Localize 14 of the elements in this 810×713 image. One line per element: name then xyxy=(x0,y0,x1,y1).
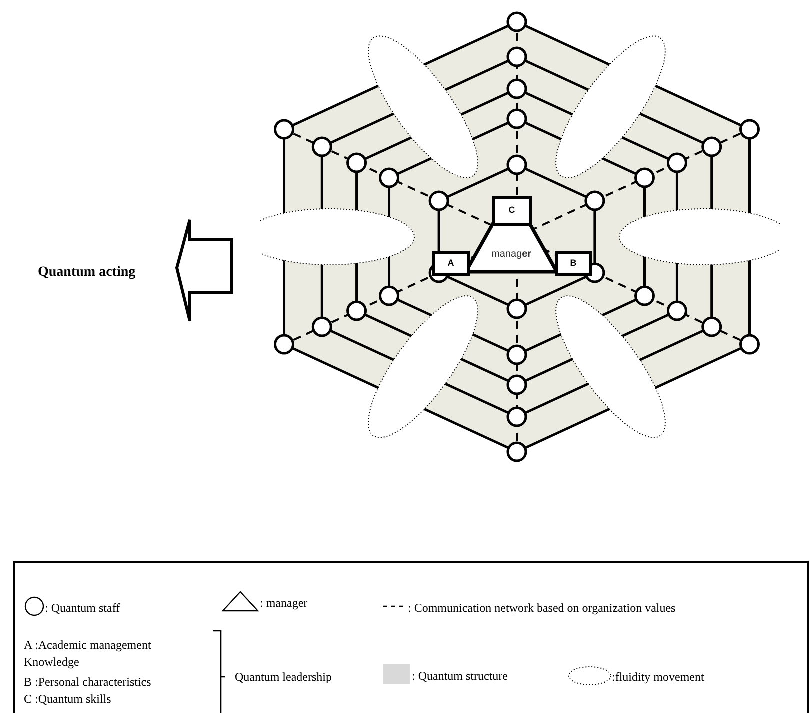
legend-label: : Quantum staff xyxy=(45,600,120,617)
legend-label: : Communication network based on organization values xyxy=(408,600,676,617)
side-label: Quantum acting xyxy=(38,264,136,282)
knowledge-box: A xyxy=(432,251,470,276)
skill-box: C xyxy=(492,196,532,226)
legend-note: A :Academic management Knowledge xyxy=(24,637,152,671)
characteristics-box: B xyxy=(555,251,592,276)
legend-note: B :Personal characteristics xyxy=(24,674,152,691)
legend-label: : manager xyxy=(260,595,308,612)
node-label: manager xyxy=(490,248,533,262)
legend-label: : Quantum structure xyxy=(412,668,508,685)
legend-label: :fluidity movement xyxy=(612,669,704,686)
legend-note: C :Quantum skills xyxy=(24,691,112,708)
legend-note: Quantum leadership xyxy=(235,669,332,686)
